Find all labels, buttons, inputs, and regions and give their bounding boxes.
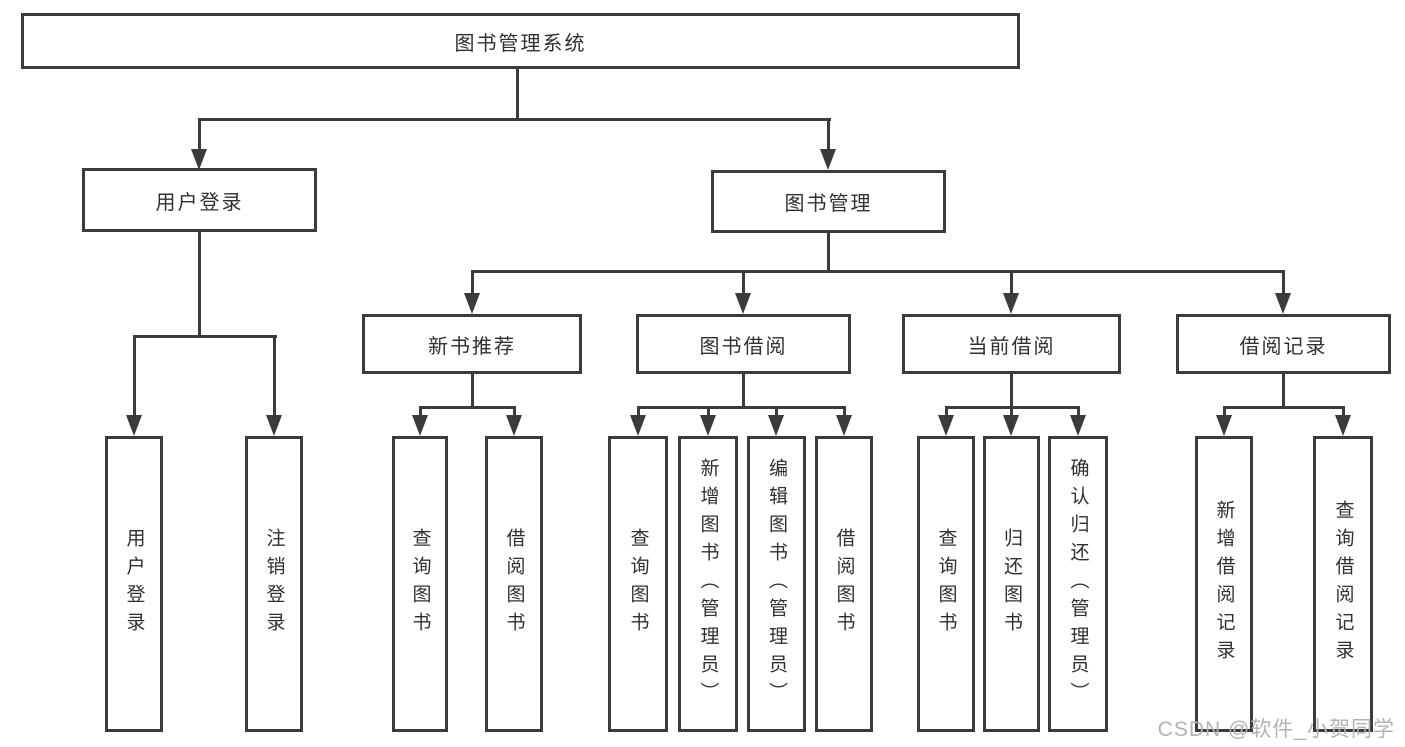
arrow-down-icon bbox=[412, 415, 428, 436]
arrow-down-icon bbox=[191, 149, 207, 170]
connector-vline bbox=[742, 374, 745, 408]
connector-vline bbox=[1282, 270, 1285, 296]
connector-vline bbox=[1010, 406, 1013, 418]
connector-vline bbox=[637, 406, 640, 418]
arrow-down-icon bbox=[630, 415, 646, 436]
node-current-return-books: 归还图书 bbox=[983, 436, 1040, 732]
arrow-down-icon bbox=[820, 149, 836, 170]
arrow-down-icon bbox=[1003, 293, 1019, 314]
connector-vline bbox=[1010, 374, 1013, 408]
connector-vline bbox=[198, 232, 201, 338]
arrow-down-icon bbox=[938, 415, 954, 436]
connector-vline bbox=[471, 374, 474, 408]
arrow-down-icon bbox=[464, 293, 480, 314]
arrow-down-icon bbox=[1216, 415, 1232, 436]
arrow-down-icon bbox=[735, 293, 751, 314]
arrow-down-icon bbox=[506, 415, 522, 436]
arrow-down-icon bbox=[768, 415, 784, 436]
connector-hline bbox=[637, 406, 846, 409]
connector-vline bbox=[1010, 270, 1013, 296]
connector-vline bbox=[198, 118, 201, 154]
node-records-query-record: 查询借阅记录 bbox=[1313, 436, 1373, 732]
connector-hline bbox=[1223, 406, 1344, 409]
connector-vline bbox=[707, 406, 710, 418]
connector-vline bbox=[1342, 406, 1345, 418]
connector-vline bbox=[775, 406, 778, 418]
connector-vline bbox=[843, 406, 846, 418]
connector-vline bbox=[513, 406, 516, 418]
node-current-borrowing: 当前借阅 bbox=[902, 314, 1121, 374]
node-user-login-action: 用户登录 bbox=[105, 436, 163, 732]
connector-vline bbox=[827, 118, 830, 154]
node-book-management: 图书管理 bbox=[711, 170, 946, 233]
connector-vline bbox=[827, 233, 830, 273]
node-borrow-edit-books-admin: 编辑图书（管理员） bbox=[747, 436, 806, 732]
csdn-watermark: CSDN @软件_小贺同学 bbox=[1157, 718, 1395, 741]
connector-vline bbox=[1077, 406, 1080, 418]
node-borrow-query-books: 查询图书 bbox=[608, 436, 668, 732]
node-book-borrowing: 图书借阅 bbox=[636, 314, 851, 374]
arrow-down-icon bbox=[1275, 293, 1291, 314]
connector-hline bbox=[419, 406, 516, 409]
connector-hline bbox=[198, 118, 831, 121]
arrow-down-icon bbox=[700, 415, 716, 436]
arrow-down-icon bbox=[266, 415, 282, 436]
node-logout-action: 注销登录 bbox=[245, 436, 303, 732]
node-user-login: 用户登录 bbox=[82, 168, 317, 232]
connector-vline bbox=[133, 335, 136, 419]
node-new-book-recommendation: 新书推荐 bbox=[362, 314, 582, 374]
node-library-management-system: 图书管理系统 bbox=[21, 13, 1020, 69]
node-borrowing-records: 借阅记录 bbox=[1176, 314, 1391, 374]
arrow-down-icon bbox=[1070, 415, 1086, 436]
connector-vline bbox=[1282, 374, 1285, 408]
connector-vline bbox=[1223, 406, 1226, 418]
arrow-down-icon bbox=[126, 415, 142, 436]
connector-vline bbox=[419, 406, 422, 418]
connector-vline bbox=[945, 406, 948, 418]
node-records-add-record: 新增借阅记录 bbox=[1195, 436, 1253, 732]
node-newbook-borrow-books: 借阅图书 bbox=[485, 436, 543, 732]
connector-hline bbox=[133, 335, 277, 338]
arrow-down-icon bbox=[1335, 415, 1351, 436]
connector-hline bbox=[471, 270, 1285, 273]
connector-vline bbox=[516, 69, 519, 121]
node-newbook-query-books: 查询图书 bbox=[392, 436, 448, 732]
connector-vline bbox=[742, 270, 745, 296]
node-current-query-books: 查询图书 bbox=[917, 436, 975, 732]
arrow-down-icon bbox=[836, 415, 852, 436]
arrow-down-icon bbox=[1003, 415, 1019, 436]
node-borrow-borrow-books: 借阅图书 bbox=[815, 436, 873, 732]
connector-vline bbox=[471, 270, 474, 296]
connector-vline bbox=[273, 335, 276, 419]
node-current-confirm-return-admin: 确认归还（管理员） bbox=[1048, 436, 1108, 732]
node-borrow-add-books-admin: 新增图书（管理员） bbox=[678, 436, 738, 732]
